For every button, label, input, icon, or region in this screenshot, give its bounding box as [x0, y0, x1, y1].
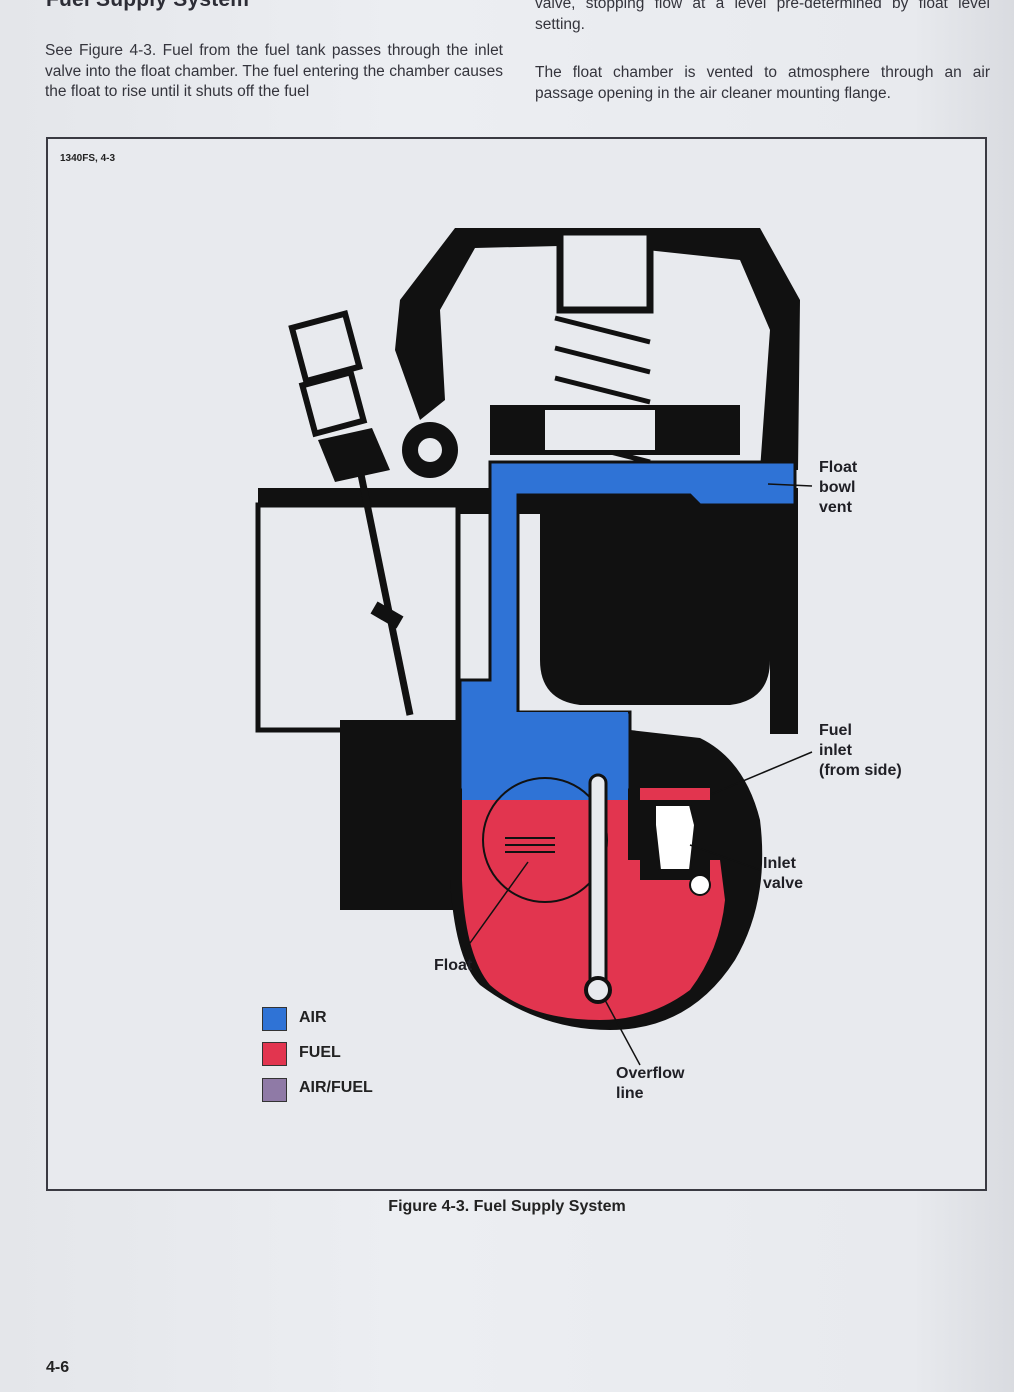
figure-id-label: 1340FS, 4-3 [60, 153, 116, 164]
page-number: 4-6 [46, 1359, 70, 1376]
overflow-tube [588, 773, 608, 1002]
throttle-plate [370, 601, 404, 629]
paragraph-intro: See Figure 4-3. Fuel from the fuel tank … [45, 42, 503, 100]
piston-top [556, 228, 654, 314]
throat-outline [255, 502, 461, 733]
figure-caption: Figure 4-3. Fuel Supply System [388, 1198, 626, 1215]
callout-fuel-inlet: Fuel inlet (from side) [819, 722, 902, 779]
top-housing [395, 228, 800, 470]
callout-inlet-valve: Inlet valve [763, 855, 804, 892]
callout-leaders [464, 483, 813, 1066]
callout-overflow-line: Overflow line [616, 1065, 685, 1102]
legend-swatch-air [262, 1007, 287, 1031]
enrichener-fitting [288, 309, 390, 482]
inlet-valve [654, 804, 697, 871]
paragraph-vent: The float chamber is vented to atmospher… [535, 64, 990, 102]
callout-float-bowl-vent: Float bowl vent [819, 459, 858, 516]
right-body [770, 514, 798, 734]
paragraph-continuation: valve, stopping flow at a level pre-dete… [535, 0, 990, 33]
legend-label-air: AIR [299, 1009, 327, 1026]
vacuum-piston [540, 490, 770, 705]
piston-inner [545, 410, 655, 450]
section-title: Fuel Supply System [46, 0, 249, 12]
legend-swatch-air-fuel [262, 1078, 287, 1102]
legend-label-fuel: FUEL [299, 1044, 341, 1061]
fuel-inlet-passage [640, 788, 710, 800]
callout-float: Float [434, 957, 473, 974]
legend-label-air-fuel: AIR/FUEL [299, 1079, 373, 1096]
throttle-shaft [351, 444, 414, 716]
legend-swatch-fuel [262, 1042, 287, 1066]
